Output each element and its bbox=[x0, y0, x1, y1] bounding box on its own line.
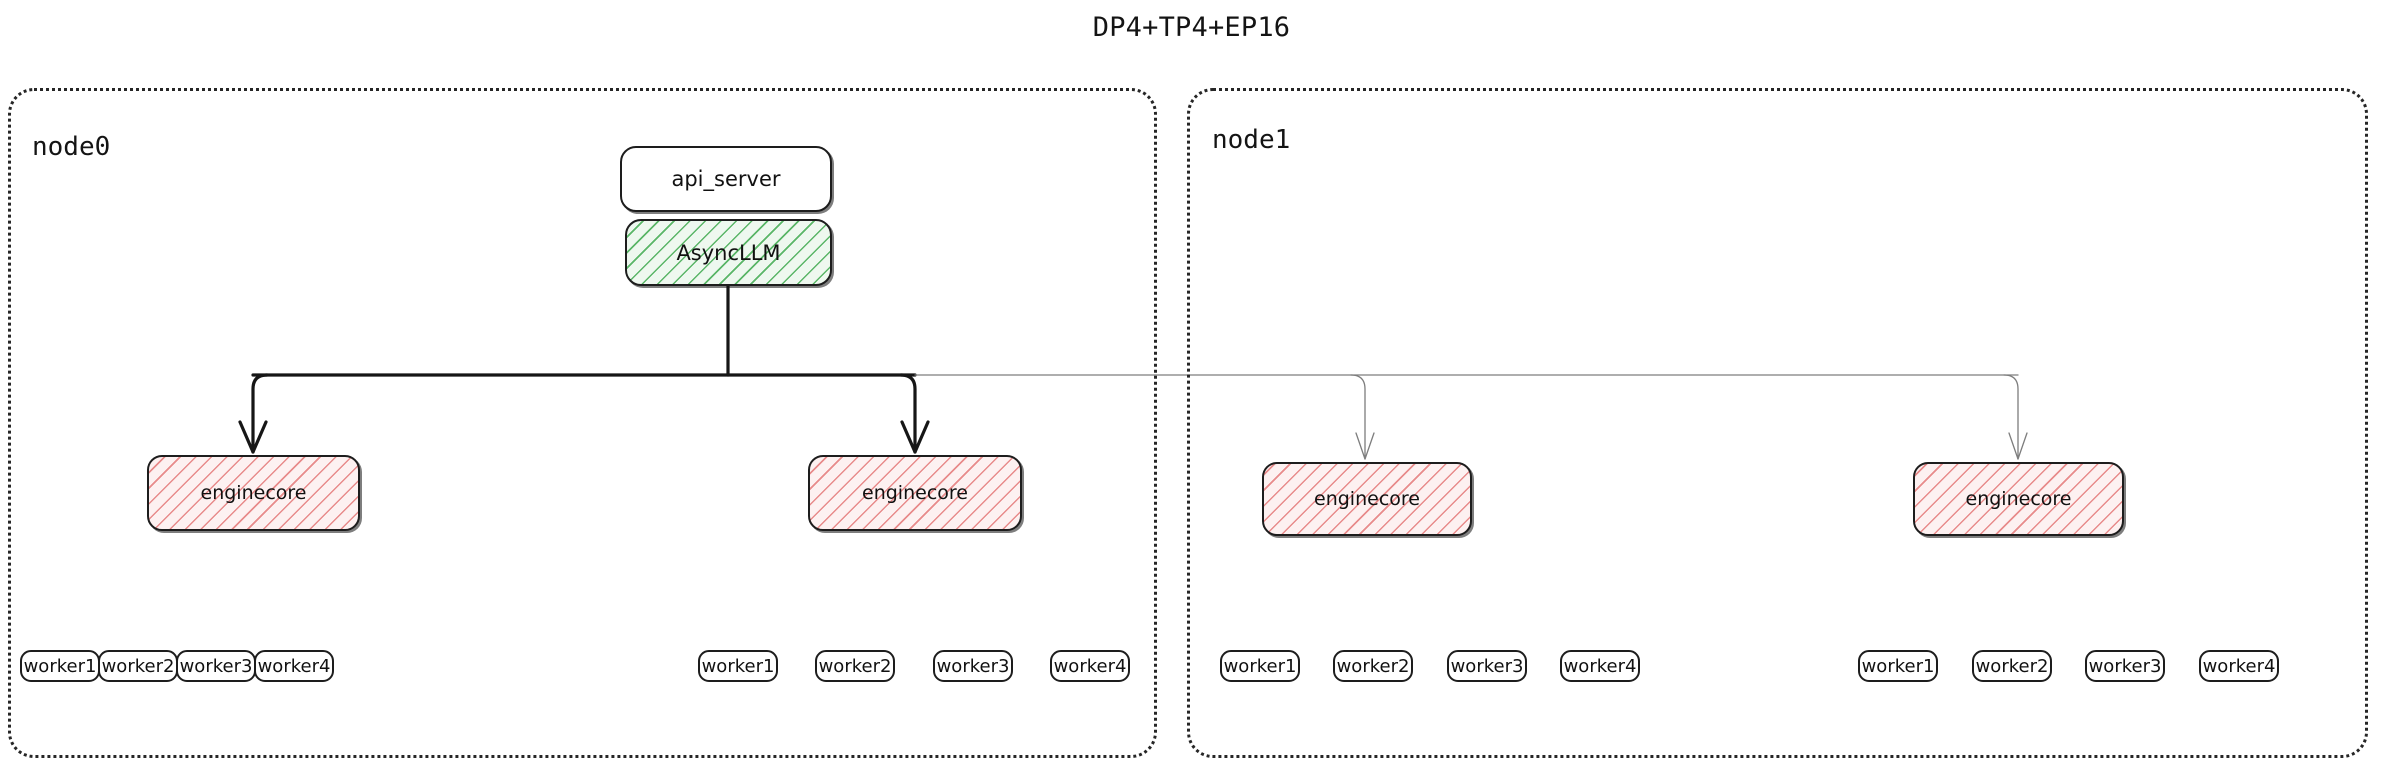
worker-box-label: worker4 bbox=[2202, 655, 2276, 677]
worker-box-label: worker3 bbox=[936, 655, 1010, 677]
worker-box-label: worker4 bbox=[1053, 655, 1127, 677]
node-container-node1 bbox=[1187, 88, 2368, 758]
worker-box[interactable]: worker2 bbox=[1333, 650, 1413, 682]
worker-box-label: worker1 bbox=[1223, 655, 1297, 677]
enginecore-box[interactable]: enginecore bbox=[1262, 462, 1472, 536]
worker-box[interactable]: worker2 bbox=[815, 650, 895, 682]
enginecore-box-label: enginecore bbox=[1965, 488, 2072, 510]
worker-box-label: worker3 bbox=[1450, 655, 1524, 677]
worker-box-label: worker4 bbox=[257, 655, 331, 677]
page-title: DP4+TP4+EP16 bbox=[1092, 12, 1291, 43]
worker-box[interactable]: worker3 bbox=[2085, 650, 2165, 682]
api-server-box[interactable]: api_server bbox=[620, 146, 832, 212]
worker-box[interactable]: worker4 bbox=[1560, 650, 1640, 682]
worker-box-label: worker4 bbox=[1563, 655, 1637, 677]
node-container-node0 bbox=[8, 88, 1157, 758]
async-llm-box[interactable]: AsyncLLM bbox=[625, 219, 832, 286]
worker-box[interactable]: worker4 bbox=[2199, 650, 2279, 682]
worker-box[interactable]: worker3 bbox=[1447, 650, 1527, 682]
node-label-node1: node1 bbox=[1212, 125, 1291, 155]
worker-box[interactable]: worker2 bbox=[98, 650, 178, 682]
enginecore-box-label: enginecore bbox=[200, 482, 307, 504]
worker-box[interactable]: worker2 bbox=[1972, 650, 2052, 682]
worker-box[interactable]: worker4 bbox=[254, 650, 334, 682]
enginecore-box-label: enginecore bbox=[862, 482, 968, 504]
worker-box[interactable]: worker1 bbox=[1858, 650, 1938, 682]
worker-box[interactable]: worker1 bbox=[698, 650, 778, 682]
worker-box-label: worker3 bbox=[2088, 655, 2162, 677]
worker-box-label: worker2 bbox=[1975, 655, 2049, 677]
worker-box-label: worker2 bbox=[1336, 655, 1410, 677]
api-server-box-label: api_server bbox=[671, 167, 781, 191]
worker-box[interactable]: worker1 bbox=[1220, 650, 1300, 682]
enginecore-box[interactable]: enginecore bbox=[808, 455, 1022, 531]
worker-box[interactable]: worker3 bbox=[176, 650, 256, 682]
worker-box[interactable]: worker4 bbox=[1050, 650, 1130, 682]
enginecore-box-label: enginecore bbox=[1314, 488, 1420, 510]
worker-box-label: worker3 bbox=[179, 655, 253, 677]
worker-box-label: worker2 bbox=[818, 655, 892, 677]
worker-box[interactable]: worker3 bbox=[933, 650, 1013, 682]
enginecore-box[interactable]: enginecore bbox=[147, 455, 360, 531]
worker-box-label: worker1 bbox=[1861, 655, 1935, 677]
worker-box-label: worker2 bbox=[101, 655, 175, 677]
node-label-node0: node0 bbox=[32, 132, 111, 162]
worker-box[interactable]: worker1 bbox=[20, 650, 100, 682]
enginecore-box[interactable]: enginecore bbox=[1913, 462, 2124, 536]
worker-box-label: worker1 bbox=[23, 655, 97, 677]
async-llm-box-label: AsyncLLM bbox=[676, 240, 781, 265]
worker-box-label: worker1 bbox=[701, 655, 775, 677]
